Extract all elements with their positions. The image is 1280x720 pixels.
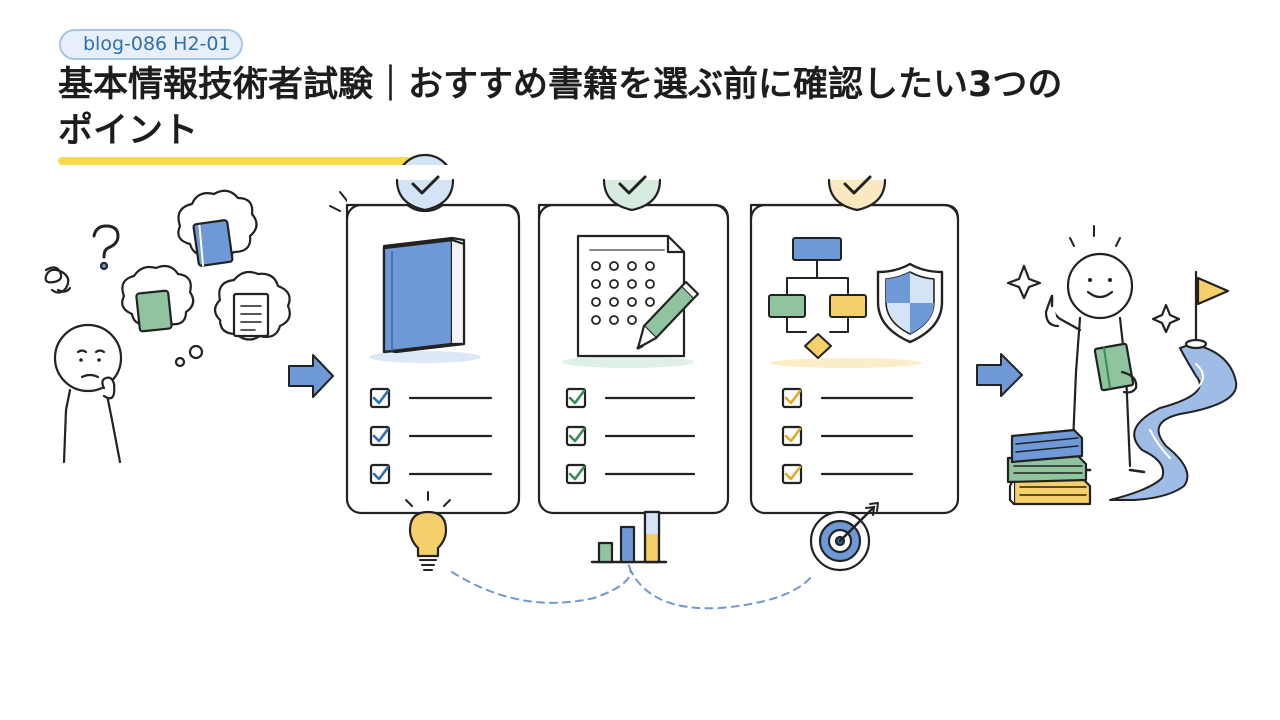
shield-icon [876,262,944,344]
title-line-1: 基本情報技術者試験｜おすすめ書籍を選ぶ前に確認したい3つの [58,65,1063,105]
arrow-right-icon [976,353,1023,397]
sparkle-icon [1006,264,1181,334]
thought-bubble-icon [177,189,258,267]
thought-bubble-icon [121,264,195,333]
answer-sheet-icon [576,234,686,358]
title-underline [58,157,421,165]
bar-chart-icon [590,510,668,564]
arrow-right-icon [288,354,334,398]
flowchart-icon [768,237,867,359]
thought-bubble-icon [213,270,291,341]
title-line-2: ポイント [58,111,199,151]
dizzy-scribble [44,266,72,294]
book-icon [1093,342,1135,392]
checklist-icon [565,387,696,485]
sparkle-lines [329,183,372,212]
road-path [1109,343,1238,501]
checklist-icon [369,387,493,485]
target-icon [809,502,879,572]
card-book [329,153,521,515]
connector-dashes [451,563,813,610]
lightbulb-icon [405,491,451,571]
question-icon [92,224,120,271]
book-stack-icon [1006,428,1092,506]
card-practice [537,165,730,515]
checklist-icon [781,387,914,485]
pencil-icon [636,280,700,350]
card-structure [749,165,960,515]
confused-person [53,323,123,464]
flag-icon [1184,270,1230,350]
book-icon [382,236,466,354]
post-tag-badge: blog-086 H2-01 [59,29,243,60]
page-title: 基本情報技術者試験｜おすすめ書籍を選ぶ前に確認したい3つのポイント [58,62,1158,154]
